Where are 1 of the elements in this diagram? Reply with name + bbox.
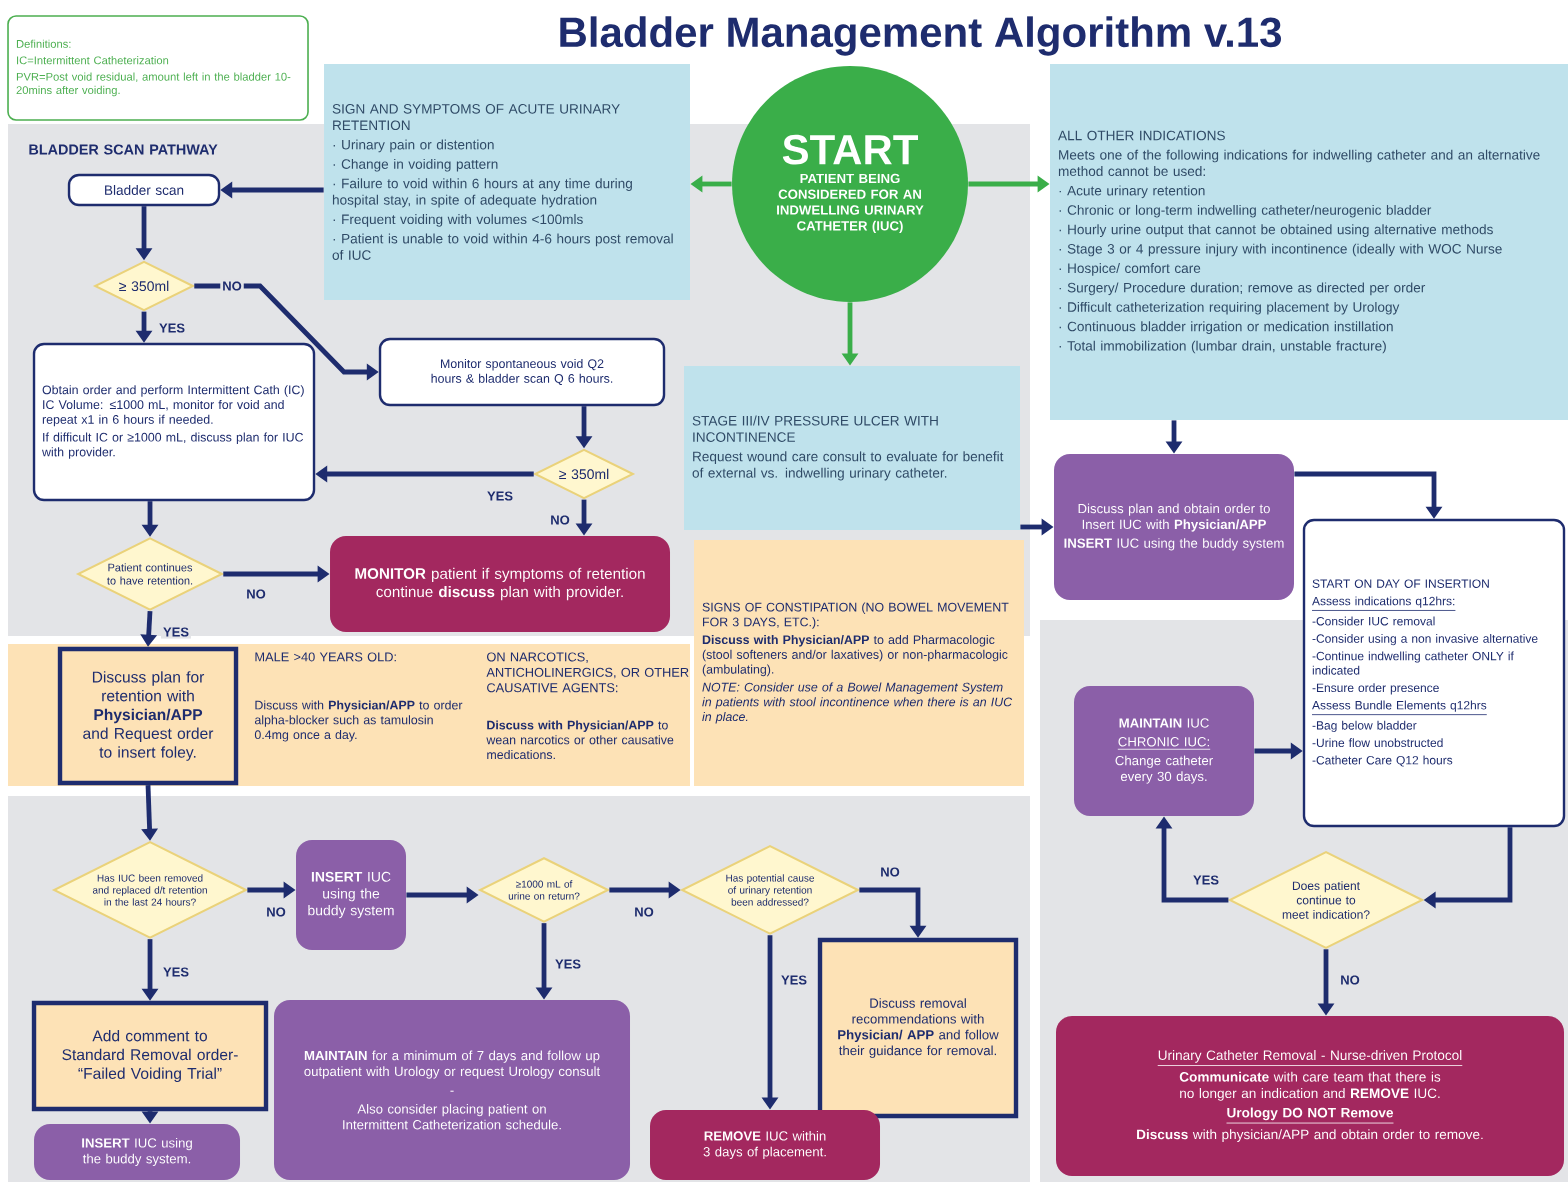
title: Bladder Management Algorithm v.13 [560,16,1281,56]
